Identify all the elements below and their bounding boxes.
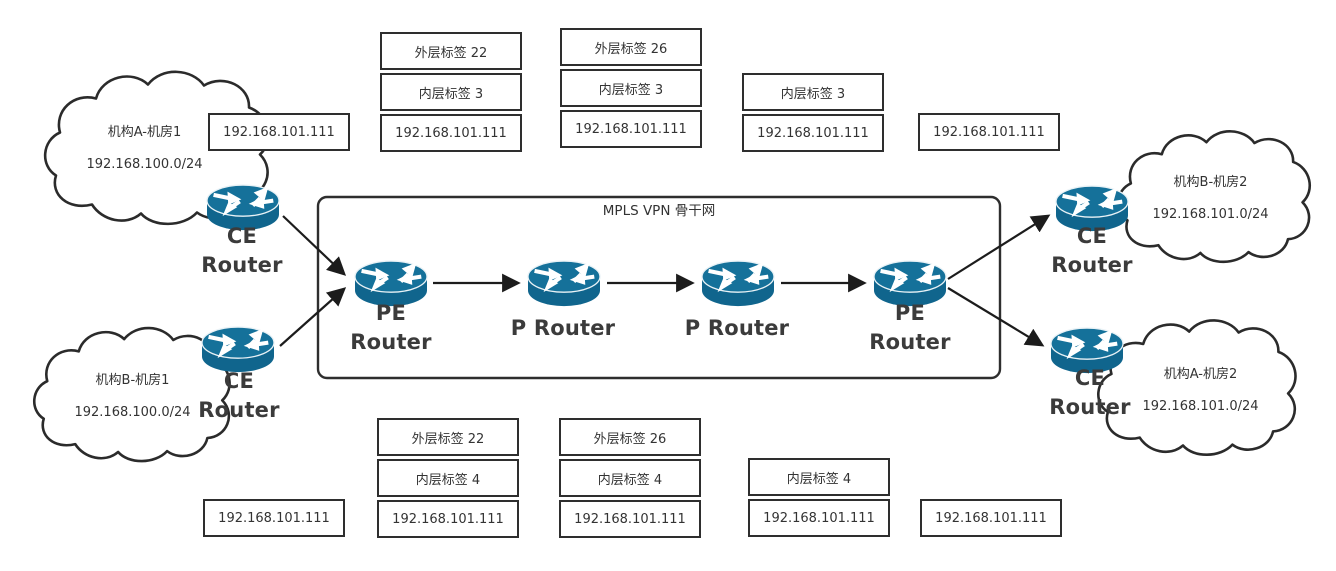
router-label-p-right: P Router <box>684 316 790 340</box>
cloud-label-site-a1: 机构A-机房1 192.168.100.0/24 <box>57 125 232 173</box>
label-stack-bottom-3: 外层标签 26 内层标签 4 192.168.101.111 <box>559 418 701 538</box>
label-cell: 192.168.101.111 <box>203 499 345 537</box>
label-cell: 192.168.101.111 <box>559 500 701 538</box>
label-cell: 192.168.101.111 <box>380 114 522 152</box>
site-subnet: 192.168.101.0/24 <box>1142 399 1259 414</box>
cloud-label-site-b1: 机构B-机房1 192.168.100.0/24 <box>45 373 220 421</box>
label-stack-top-4: 内层标签 3 192.168.101.111 <box>742 73 884 152</box>
router-label-pe-right: PE Router <box>869 301 951 354</box>
cloud-label-site-b2: 机构B-机房2 192.168.101.0/24 <box>1123 175 1298 223</box>
label-cell: 192.168.101.111 <box>377 500 519 538</box>
label-cell: 192.168.101.111 <box>920 499 1062 537</box>
label-cell: 外层标签 26 <box>559 418 701 456</box>
router-icon-ce-bottom-left <box>202 327 274 372</box>
label-cell: 192.168.101.111 <box>748 499 890 537</box>
label-cell: 内层标签 3 <box>380 73 522 111</box>
label-stack-top-5: 192.168.101.111 <box>918 113 1060 151</box>
label-stack-top-2: 外层标签 22 内层标签 3 192.168.101.111 <box>380 32 522 152</box>
link-ce-b1-to-pe-left <box>279 287 347 347</box>
label-cell: 内层标签 3 <box>560 69 702 107</box>
site-subnet: 192.168.100.0/24 <box>86 157 203 172</box>
label-stack-bottom-2: 外层标签 22 内层标签 4 192.168.101.111 <box>377 418 519 538</box>
label-cell: 外层标签 26 <box>560 28 702 66</box>
site-subnet: 192.168.101.0/24 <box>1152 207 1269 222</box>
label-cell: 192.168.101.111 <box>208 113 350 151</box>
link-pe-right-to-ce-b2 <box>947 214 1051 280</box>
link-pe-right-to-ce-a2 <box>947 287 1045 347</box>
router-label-pe-left: PE Router <box>350 301 432 354</box>
label-cell: 内层标签 3 <box>742 73 884 111</box>
router-label-ce-bottom-left: CE Router <box>198 369 280 422</box>
link-ce-a1-to-pe-left <box>282 215 347 276</box>
label-cell: 外层标签 22 <box>380 32 522 70</box>
label-cell: 192.168.101.111 <box>560 110 702 148</box>
label-stack-bottom-1: 192.168.101.111 <box>203 499 345 537</box>
label-cell: 外层标签 22 <box>377 418 519 456</box>
site-name: 机构A-机房2 <box>1163 367 1238 382</box>
cloud-label-site-a2: 机构A-机房2 192.168.101.0/24 <box>1113 367 1288 415</box>
router-label-ce-bottom-right: CE Router <box>1049 366 1131 419</box>
site-name: 机构B-机房2 <box>1173 175 1248 190</box>
backbone-title: MPLS VPN 骨干网 <box>602 203 716 219</box>
label-cell: 192.168.101.111 <box>742 114 884 152</box>
router-icon-p-left <box>528 261 600 306</box>
label-stack-top-1: 192.168.101.111 <box>208 113 350 151</box>
label-cell: 内层标签 4 <box>377 459 519 497</box>
site-name: 机构A-机房1 <box>107 125 182 140</box>
router-label-p-left: P Router <box>510 316 616 340</box>
site-subnet: 192.168.100.0/24 <box>74 405 191 420</box>
label-cell: 192.168.101.111 <box>918 113 1060 151</box>
router-icon-p-right <box>702 261 774 306</box>
label-stack-bottom-4: 内层标签 4 192.168.101.111 <box>748 458 890 537</box>
label-stack-top-3: 外层标签 26 内层标签 3 192.168.101.111 <box>560 28 702 148</box>
router-label-ce-top-right: CE Router <box>1051 224 1133 277</box>
site-name: 机构B-机房1 <box>95 373 170 388</box>
label-stack-bottom-5: 192.168.101.111 <box>920 499 1062 537</box>
mpls-backbone-box <box>316 195 1002 380</box>
label-cell: 内层标签 4 <box>559 459 701 497</box>
router-label-ce-top-left: CE Router <box>201 224 283 277</box>
label-cell: 内层标签 4 <box>748 458 890 496</box>
